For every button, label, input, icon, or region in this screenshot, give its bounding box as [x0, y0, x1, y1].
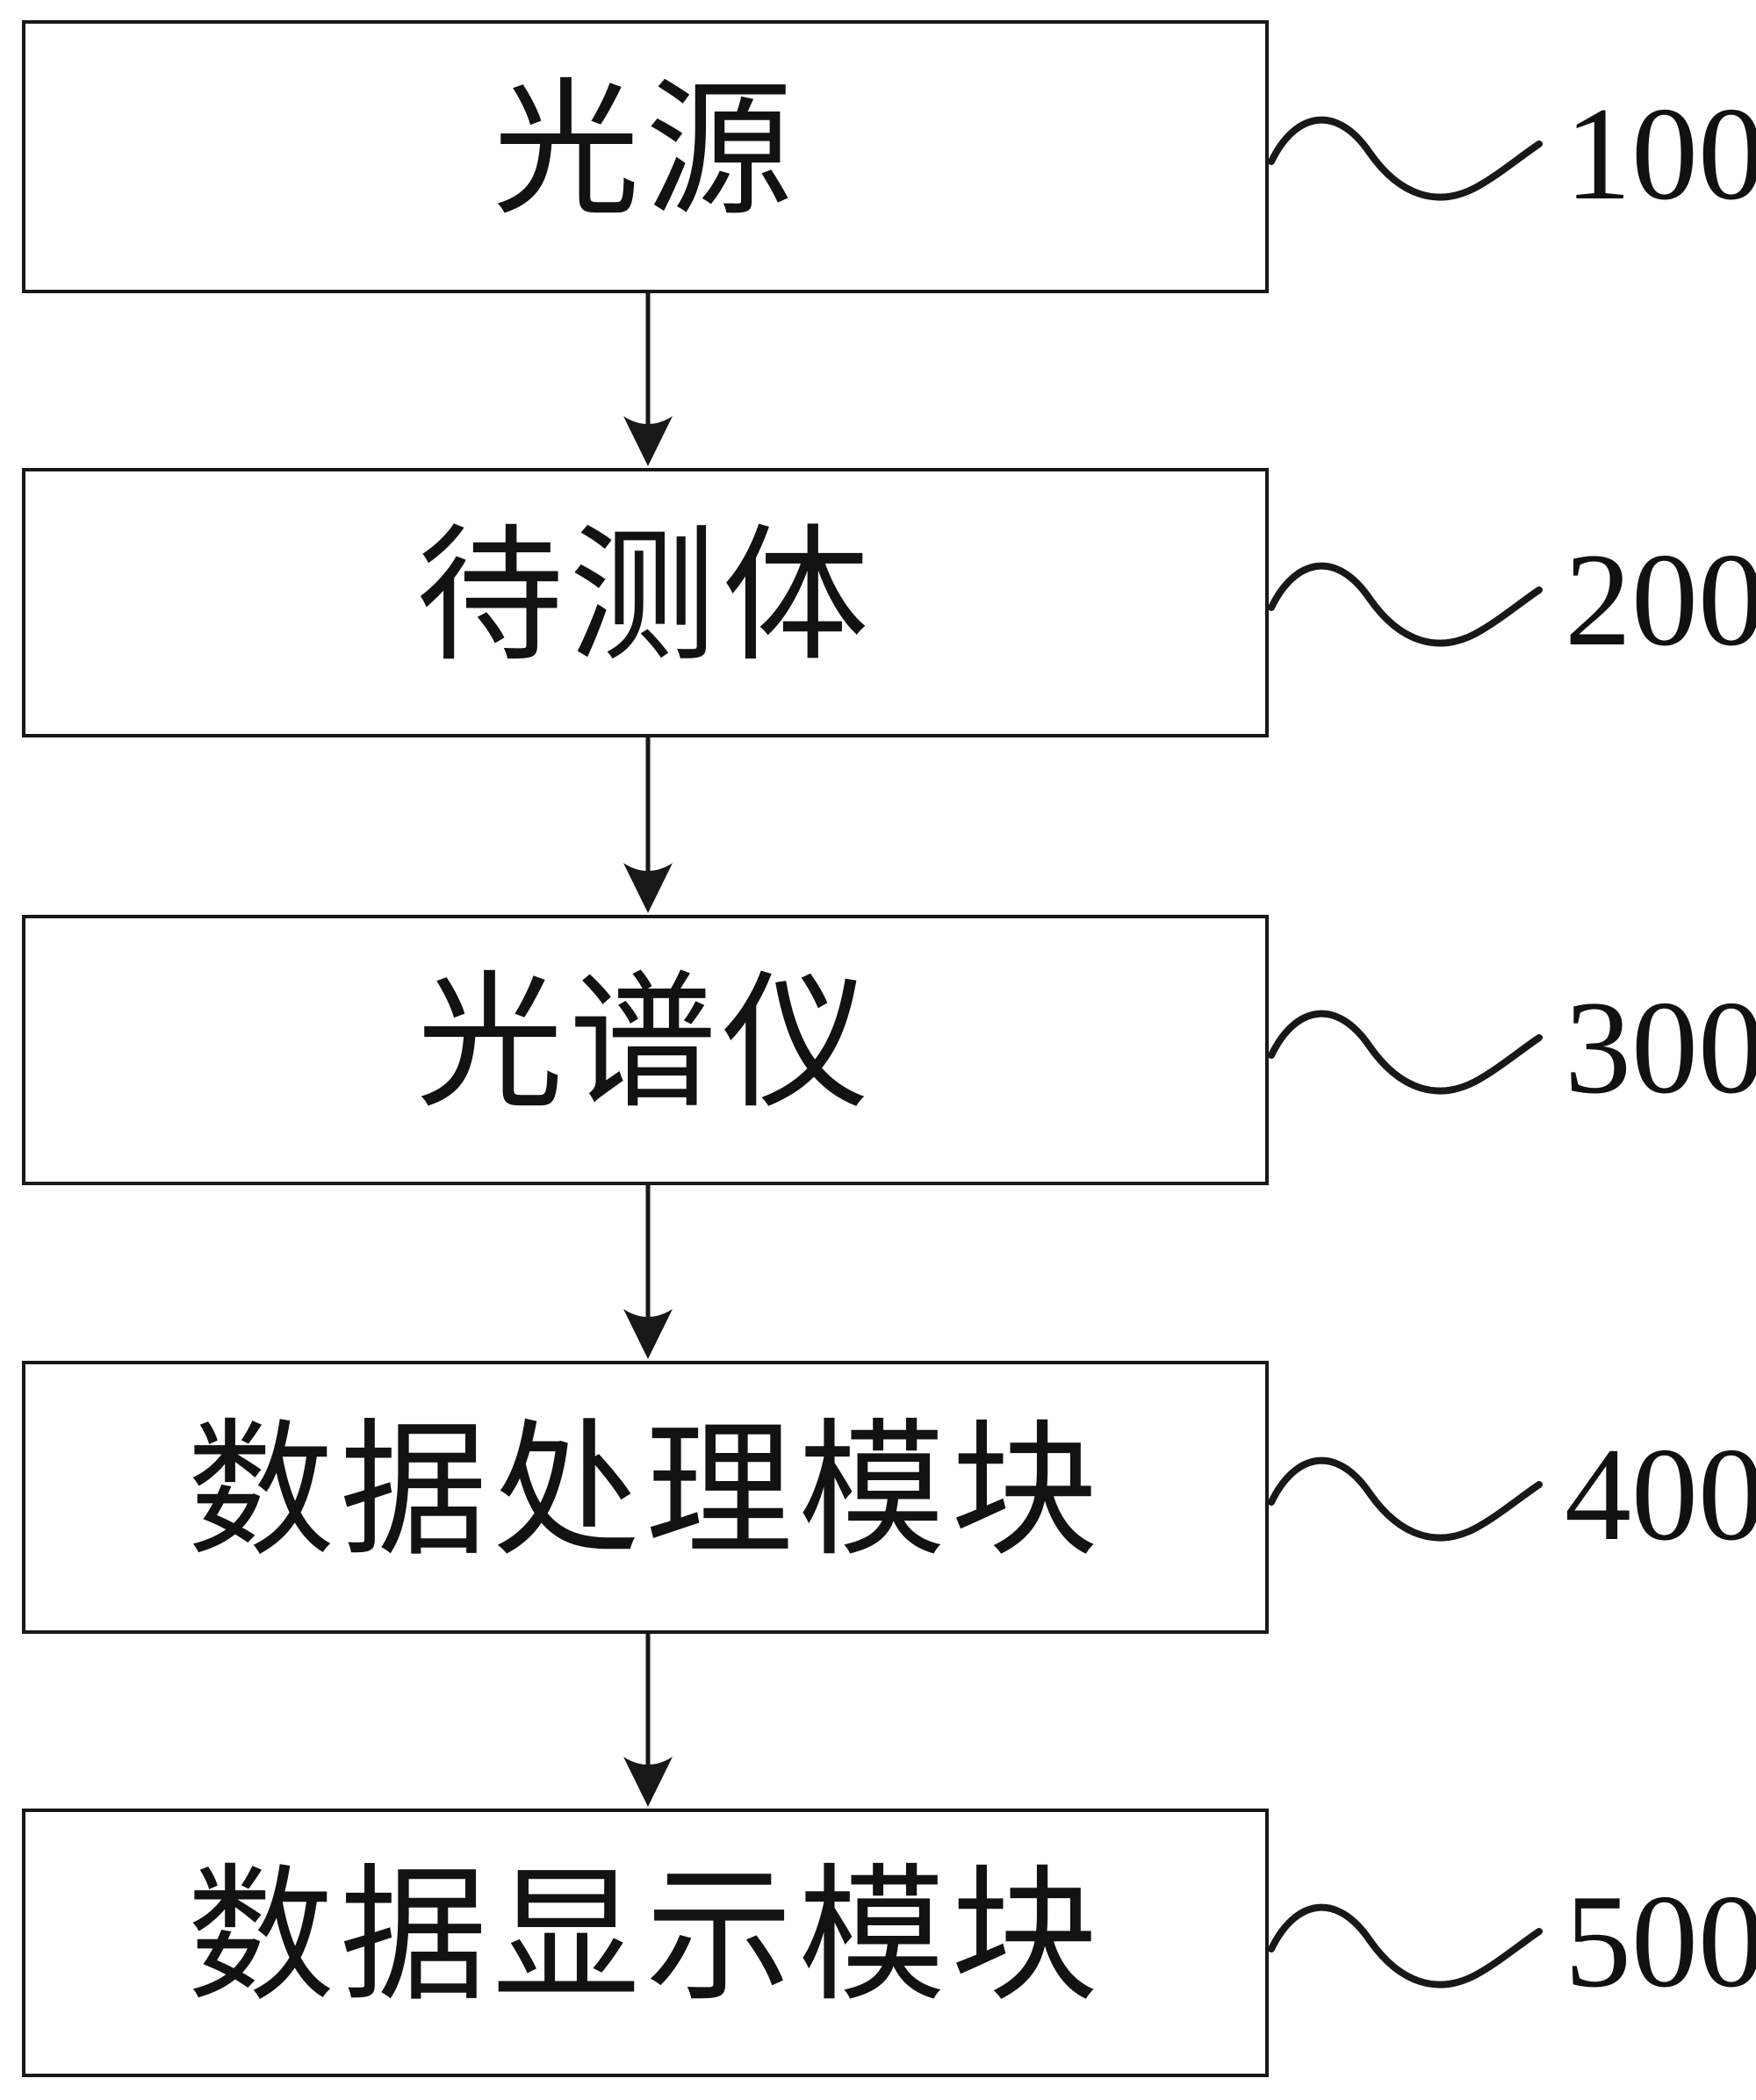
ref-number-100: 100	[1565, 79, 1756, 227]
ref-number-200: 200	[1565, 525, 1756, 673]
ref-number-300: 300	[1565, 973, 1756, 1121]
block-object-under-test-label: 待测体	[416, 515, 874, 680]
block-spectrometer-label: 光谱仪	[416, 963, 874, 1126]
arrow-down-4	[623, 1632, 673, 1807]
arrow-down-3	[623, 1183, 673, 1359]
block-light-source-label: 光源	[493, 69, 798, 234]
block-object-under-test: 待测体	[22, 468, 1269, 737]
block-data-processing-module-label: 数据处理模块	[187, 1410, 1104, 1574]
block-data-display-module-label: 数据显示模块	[187, 1856, 1104, 2019]
block-data-processing-module: 数据处理模块	[22, 1361, 1269, 1634]
ref-leader-squiggle-200	[1268, 562, 1543, 647]
ref-number-400: 400	[1565, 1420, 1756, 1568]
arrow-down-2	[623, 736, 673, 913]
ref-leader-squiggle-400	[1268, 1456, 1543, 1542]
block-data-display-module: 数据显示模块	[22, 1809, 1269, 2077]
ref-leader-squiggle-100	[1268, 116, 1543, 201]
block-light-source: 光源	[22, 20, 1269, 293]
arrow-down-1	[623, 291, 673, 466]
ref-number-500: 500	[1565, 1866, 1756, 2015]
ref-leader-squiggle-500	[1268, 1903, 1543, 1989]
block-spectrometer: 光谱仪	[22, 915, 1269, 1185]
ref-leader-squiggle-300	[1268, 1010, 1543, 1095]
